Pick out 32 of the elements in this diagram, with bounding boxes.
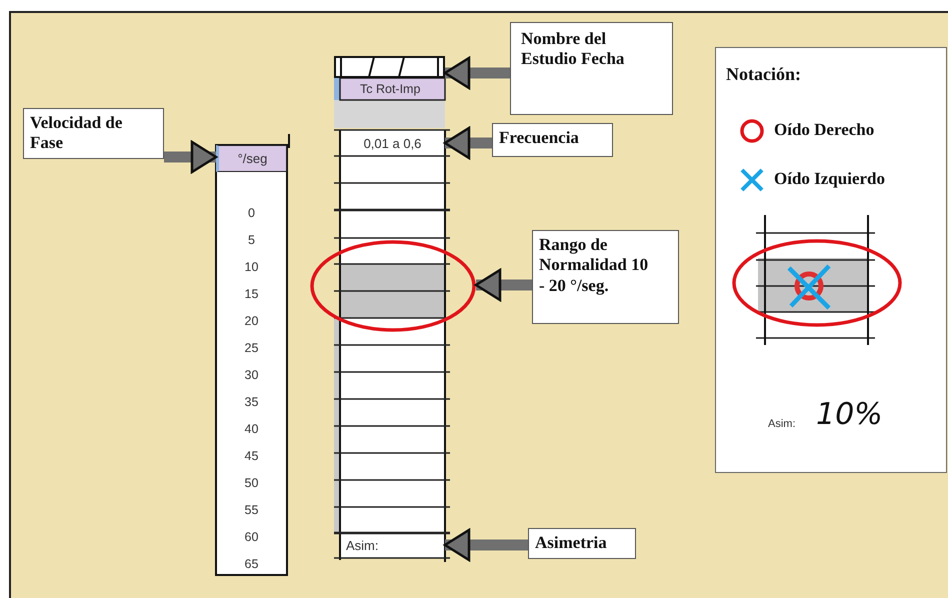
highlight-ellipse: [310, 240, 476, 332]
scale-value: 25: [244, 342, 260, 354]
header-cells: [334, 56, 445, 78]
label-box: Frecuencia: [492, 123, 613, 157]
scale-value: 10: [244, 261, 260, 274]
scale-value: 50: [244, 477, 260, 490]
scale-value: 0: [247, 207, 256, 220]
label-box: Nombre del Estudio Fecha: [510, 22, 673, 115]
table-cell: 0,01 a 0,6: [340, 130, 445, 156]
scale-value: 35: [244, 396, 260, 408]
handwritten-value: 10%: [816, 400, 883, 430]
label-box: Asimetria: [528, 528, 636, 559]
block-arrow: [474, 268, 532, 302]
scale-value: 30: [244, 369, 260, 382]
legend-label: Oído Izquierdo: [774, 170, 885, 187]
header-cell: °/seg: [216, 145, 287, 172]
block-arrow: [444, 528, 528, 562]
scale-value: 40: [244, 423, 260, 436]
scale-value: 65: [244, 558, 260, 570]
block-arrow: [444, 56, 510, 90]
scale-value: 5: [247, 234, 256, 246]
label-box: Velocidad de Fase: [23, 108, 164, 159]
scale-value: 15: [244, 288, 260, 300]
scale-value: 55: [244, 504, 260, 516]
legend-label: Oído Derecho: [774, 121, 874, 138]
example-label: Asim:: [768, 419, 796, 430]
label-box: Rango de Normalidad 10 - 20 °/seg.: [532, 230, 679, 324]
scale-value: 20: [244, 315, 260, 328]
table-cell: Asim:: [340, 533, 445, 558]
block-arrow: [164, 140, 218, 174]
scale-value: 60: [244, 531, 260, 544]
scale-value: 45: [244, 450, 260, 462]
